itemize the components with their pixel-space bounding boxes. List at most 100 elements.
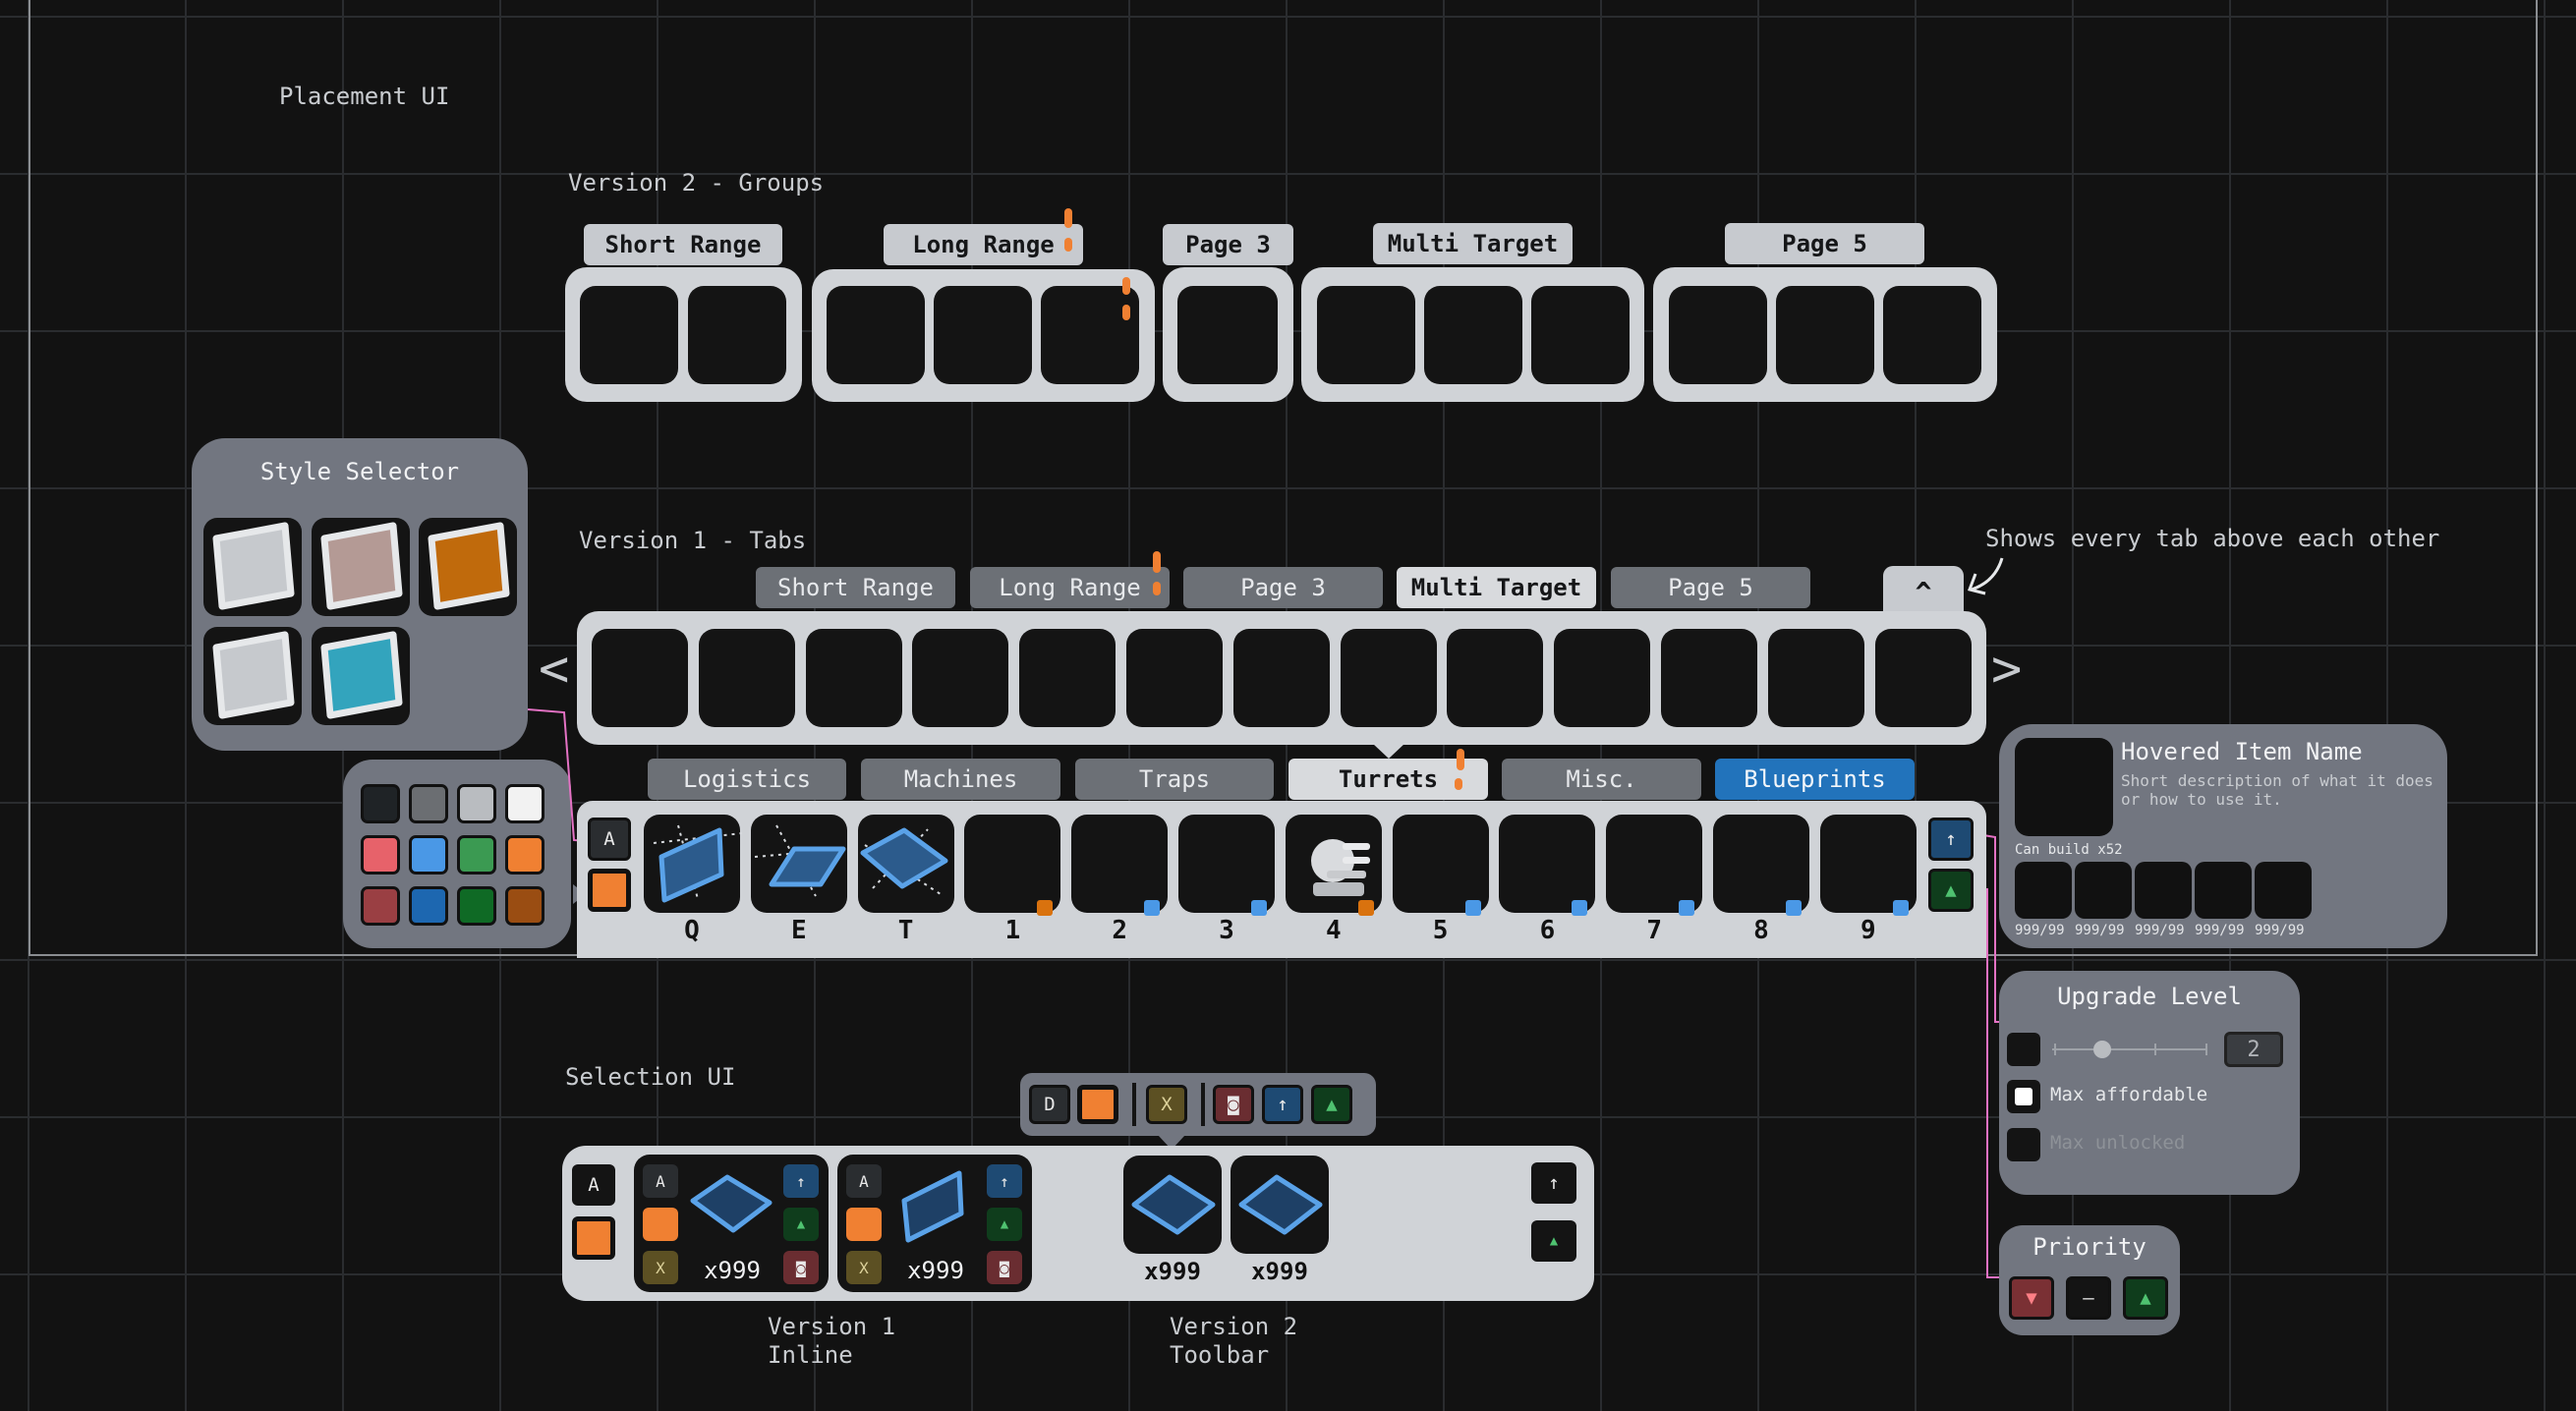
card-x-button[interactable]: X <box>643 1251 678 1284</box>
hotbar-slot[interactable] <box>1071 815 1169 913</box>
style-option[interactable] <box>203 518 302 616</box>
category-tab-machines[interactable]: Machines <box>861 759 1060 800</box>
priority-up-button[interactable]: ▲ <box>2123 1276 2168 1320</box>
group-tab-short-range[interactable]: Short Range <box>584 224 782 265</box>
tab-slot[interactable] <box>912 629 1009 727</box>
color-swatch[interactable] <box>361 784 400 823</box>
page-next-button[interactable]: > <box>1991 640 2023 699</box>
tab-long-range[interactable]: Long Range <box>970 567 1170 608</box>
style-option[interactable] <box>312 627 410 725</box>
card-destroy-button[interactable]: ◙ <box>987 1251 1022 1284</box>
style-option[interactable] <box>312 518 410 616</box>
tab-slot[interactable] <box>1554 629 1651 727</box>
tab-slot[interactable] <box>1447 629 1544 727</box>
card-upgrade-button[interactable]: ▲ <box>987 1208 1022 1241</box>
group-slot[interactable] <box>1669 286 1767 384</box>
tab-slot[interactable] <box>1126 629 1223 727</box>
category-tab-misc[interactable]: Misc. <box>1502 759 1701 800</box>
toolbar-deselect-button[interactable]: D <box>1029 1085 1070 1124</box>
group-tab-long-range[interactable]: Long Range <box>884 224 1083 265</box>
upgrade-decrease-button[interactable] <box>2007 1033 2040 1066</box>
upgrade-level-input[interactable]: 2 <box>2224 1032 2283 1067</box>
card-upgrade-button[interactable]: ▲ <box>783 1208 819 1241</box>
group-slot[interactable] <box>580 286 678 384</box>
group-slot[interactable] <box>827 286 925 384</box>
tab-slot[interactable] <box>1340 629 1437 727</box>
hotbar-slot[interactable] <box>1392 815 1489 913</box>
upgrade-slider-handle[interactable] <box>2093 1041 2111 1058</box>
group-tab-multi-target[interactable]: Multi Target <box>1373 223 1573 264</box>
tab-slot[interactable] <box>1874 629 1972 727</box>
hotbar-slot[interactable] <box>1499 815 1596 913</box>
toolbar-destroy-button[interactable]: ◙ <box>1213 1085 1254 1124</box>
color-swatch[interactable] <box>505 835 544 875</box>
color-swatch[interactable] <box>409 835 448 875</box>
tab-slot[interactable] <box>1661 629 1757 727</box>
hotbar-slot[interactable] <box>1178 815 1275 913</box>
hotbar-color-button[interactable] <box>588 869 631 912</box>
category-tab-logistics[interactable]: Logistics <box>648 759 846 800</box>
hotbar-up-button[interactable]: ↑ <box>1928 818 1974 861</box>
group-slot[interactable] <box>1041 286 1139 384</box>
priority-down-button[interactable]: ▼ <box>2009 1276 2054 1320</box>
selection-a-button[interactable]: A <box>572 1164 615 1206</box>
style-option[interactable] <box>419 518 517 616</box>
selection-up-button[interactable]: ↑ <box>1531 1162 1576 1204</box>
tab-multi-target[interactable]: Multi Target <box>1397 567 1596 608</box>
hotbar-upgrade-button[interactable]: ▲ <box>1928 869 1974 912</box>
priority-neutral-button[interactable]: – <box>2066 1276 2111 1320</box>
expand-tabs-button[interactable]: ^ <box>1883 566 1964 617</box>
max-unlocked-checkbox[interactable] <box>2007 1128 2040 1161</box>
group-tab-page-5[interactable]: Page 5 <box>1725 223 1924 264</box>
card-a-button[interactable]: A <box>643 1164 678 1198</box>
group-slot[interactable] <box>1177 286 1278 384</box>
hotbar-a-button[interactable]: A <box>588 818 631 861</box>
group-slot[interactable] <box>1883 286 1981 384</box>
tab-page-3[interactable]: Page 3 <box>1183 567 1383 608</box>
tab-slot[interactable] <box>1767 629 1864 727</box>
tab-short-range[interactable]: Short Range <box>756 567 955 608</box>
color-swatch[interactable] <box>457 835 496 875</box>
hotbar-slot[interactable] <box>1819 815 1917 913</box>
toolbar-up-button[interactable]: ↑ <box>1262 1085 1303 1124</box>
toolbar-x-button[interactable]: X <box>1146 1085 1187 1124</box>
hotbar-slot[interactable] <box>1713 815 1809 913</box>
tab-page-5[interactable]: Page 5 <box>1611 567 1810 608</box>
color-swatch[interactable] <box>361 835 400 875</box>
selection-upgrade-button[interactable]: ▲ <box>1531 1220 1576 1262</box>
card-color-button[interactable] <box>643 1208 678 1241</box>
color-swatch[interactable] <box>457 784 496 823</box>
group-slot[interactable] <box>1531 286 1630 384</box>
color-swatch[interactable] <box>409 784 448 823</box>
hotbar-slot[interactable] <box>1606 815 1703 913</box>
color-swatch[interactable] <box>409 886 448 926</box>
card-x-button[interactable]: X <box>846 1251 882 1284</box>
card-a-button[interactable]: A <box>846 1164 882 1198</box>
hotbar-slot[interactable] <box>964 815 1061 913</box>
max-affordable-checkbox[interactable] <box>2007 1080 2040 1113</box>
group-slot[interactable] <box>934 286 1032 384</box>
color-swatch[interactable] <box>505 784 544 823</box>
card-up-button[interactable]: ↑ <box>987 1164 1022 1198</box>
color-swatch[interactable] <box>457 886 496 926</box>
card-destroy-button[interactable]: ◙ <box>783 1251 819 1284</box>
card-up-button[interactable]: ↑ <box>783 1164 819 1198</box>
group-slot[interactable] <box>1776 286 1874 384</box>
color-swatch[interactable] <box>505 886 544 926</box>
toolbar-color-button[interactable] <box>1077 1085 1118 1124</box>
category-tab-traps[interactable]: Traps <box>1075 759 1274 800</box>
group-slot[interactable] <box>688 286 786 384</box>
card-color-button[interactable] <box>846 1208 882 1241</box>
group-slot[interactable] <box>1317 286 1415 384</box>
tab-slot[interactable] <box>698 629 795 727</box>
tab-slot[interactable] <box>805 629 902 727</box>
toolbar-upgrade-button[interactable]: ▲ <box>1311 1085 1352 1124</box>
style-option[interactable] <box>203 627 302 725</box>
upgrade-slider-track[interactable] <box>2052 1048 2207 1050</box>
group-slot[interactable] <box>1424 286 1522 384</box>
tab-slot[interactable] <box>592 629 688 727</box>
category-tab-blueprints[interactable]: Blueprints <box>1715 759 1915 800</box>
selection-color-button[interactable] <box>572 1216 615 1260</box>
color-swatch[interactable] <box>361 886 400 926</box>
page-prev-button[interactable]: < <box>539 640 570 699</box>
